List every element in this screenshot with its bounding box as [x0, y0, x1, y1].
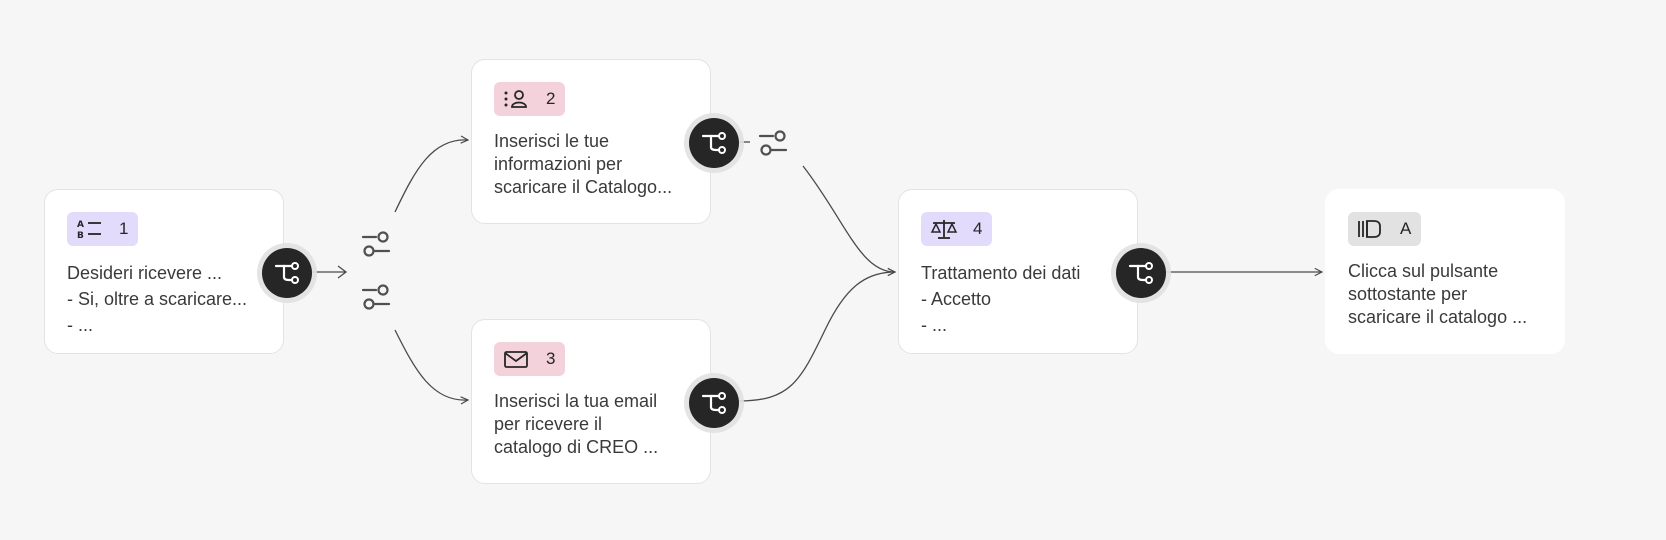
node-title: Desideri ricevere ... — [67, 263, 223, 283]
node-text: Trattamento dei dati - Accetto - ... — [921, 260, 1121, 338]
node-number: 2 — [546, 89, 556, 108]
sliders-icon — [361, 284, 391, 310]
node-title: per ricevere il — [494, 414, 603, 434]
node-text: Clicca sul pulsante sottostante per scar… — [1348, 260, 1548, 329]
branch-icon — [701, 132, 726, 154]
node-number: A — [1400, 219, 1412, 238]
sliders-icon — [758, 130, 788, 156]
node-text: Inserisci le tue informazioni per scaric… — [494, 130, 694, 199]
flow-node-ending[interactable]: A Clicca sul pulsante sottostante per sc… — [1325, 189, 1565, 354]
node-badge: 3 — [494, 342, 566, 376]
node-title: Inserisci le tue — [494, 131, 610, 151]
end-screen-icon — [1358, 220, 1381, 238]
node-option: - ... — [921, 315, 947, 335]
multiple-choice-icon: A B — [77, 220, 101, 241]
branch-icon — [274, 262, 299, 284]
node-title: scaricare il Catalogo... — [494, 177, 673, 197]
branch-logic-button[interactable] — [262, 248, 312, 298]
node-badge: 4 — [921, 212, 993, 246]
email-icon — [504, 351, 528, 368]
branch-logic-button[interactable] — [1116, 248, 1166, 298]
edge-1-fork — [312, 265, 348, 279]
node-number: 4 — [973, 219, 983, 238]
node-title: Inserisci la tua email — [494, 391, 658, 411]
branch-logic-button[interactable] — [689, 118, 739, 168]
node-text: Inserisci la tua email per ricevere il c… — [494, 390, 694, 459]
flow-node-3[interactable]: 3 Inserisci la tua email per ricevere il… — [471, 319, 711, 484]
sliders-icon — [361, 231, 391, 257]
flow-node-1[interactable]: A B 1 Desideri ricevere ... - Si, oltre … — [44, 189, 284, 354]
flow-node-2[interactable]: 2 Inserisci le tue informazioni per scar… — [471, 59, 711, 224]
node-title: informazioni per — [494, 154, 623, 174]
node-badge: 2 — [494, 82, 566, 116]
node-option: - ... — [67, 315, 93, 335]
svg-text:A: A — [77, 220, 84, 230]
logic-condition-button[interactable] — [758, 128, 788, 158]
branch-icon — [701, 392, 726, 414]
logic-condition-button[interactable] — [361, 282, 391, 312]
node-text: Desideri ricevere ... - Si, oltre a scar… — [67, 260, 267, 338]
branch-logic-button[interactable] — [689, 378, 739, 428]
logic-condition-button[interactable] — [361, 229, 391, 259]
node-number: 3 — [546, 349, 556, 368]
node-title: scaricare il catalogo ... — [1348, 307, 1528, 327]
flow-node-4[interactable]: 4 Trattamento dei dati - Accetto - ... — [898, 189, 1138, 354]
node-title: catalogo di CREO ... — [494, 437, 659, 457]
edge-1-to-3 — [394, 329, 468, 400]
legal-scale-icon — [930, 220, 958, 239]
edge-3-to-4 — [737, 272, 895, 402]
contact-info-icon — [504, 90, 527, 108]
node-title: sottostante per — [1348, 284, 1468, 304]
node-badge: A — [1348, 212, 1422, 246]
node-badge: A B 1 — [67, 212, 139, 246]
node-option: - Si, oltre a scaricare... — [67, 289, 248, 309]
branch-icon — [1128, 262, 1153, 284]
edge-2-to-4 — [802, 165, 895, 272]
node-title: Trattamento dei dati — [921, 263, 1081, 283]
node-title: Clicca sul pulsante — [1348, 261, 1499, 281]
edge-1-to-2 — [394, 140, 468, 213]
node-number: 1 — [119, 219, 129, 238]
node-option: - Accetto — [921, 289, 992, 309]
svg-text:B: B — [77, 231, 84, 241]
